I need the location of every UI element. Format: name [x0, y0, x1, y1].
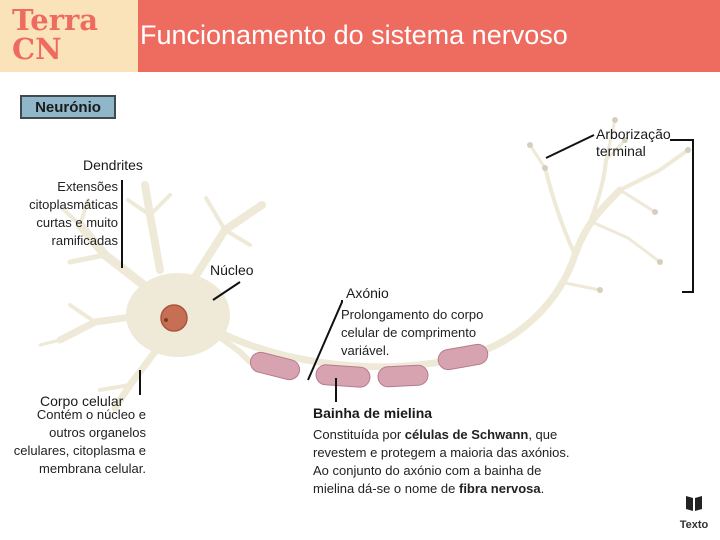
page-title: Funcionamento do sistema nervoso [140, 20, 568, 50]
myelin-desc-2: , que revestem e protegem a maioria das … [313, 427, 570, 460]
terminal-label: Arborização terminal [596, 126, 694, 160]
dendrites-desc: Extensões citoplasmáticas curtas e muito… [29, 179, 118, 248]
nucleus-label: Núcleo [210, 262, 254, 278]
dendrites-label: Dendrites [83, 157, 143, 173]
brand-text: Texto [679, 519, 709, 531]
myelin-desc: Constituída por células de Schwann, que … [313, 426, 585, 498]
axon-desc: Prolongamento do corpo celular de compri… [341, 307, 484, 358]
myelin-desc-bold-1: células de Schwann [404, 427, 529, 442]
myelin-sheath [249, 343, 489, 388]
cell-body-desc: Contém o núcleo e outros organelos celul… [13, 407, 146, 476]
header-bar: Terra CN Funcionamento do sistema nervos… [0, 0, 720, 72]
terminal-buttons [527, 117, 691, 293]
brand-logo: Texto [678, 494, 710, 531]
leader-lines [121, 134, 694, 402]
neuron-processes [38, 118, 690, 412]
logo-line-2: CN [12, 32, 62, 66]
logo: Terra CN [0, 0, 138, 72]
nucleus [160, 304, 188, 332]
cell-body-label: Corpo celular [40, 393, 124, 409]
axon-label: Axónio [346, 285, 389, 301]
myelin-desc-4: . [540, 481, 545, 496]
myelin-label: Bainha de mielina [313, 405, 433, 421]
logo-line-1: Terra [12, 3, 99, 37]
terminal-text: Arborização terminal [596, 126, 671, 159]
neuron-label: Neurónio [20, 95, 116, 119]
book-icon [686, 496, 702, 511]
myelin-desc-bold-2: fibra nervosa [458, 481, 541, 496]
myelin-desc-3: Ao conjunto do axónio com a bainha de mi… [313, 463, 542, 496]
nucleolus [164, 318, 168, 322]
myelin-desc-1: Constituída por [313, 427, 405, 442]
logo-text: Terra CN [12, 6, 98, 64]
